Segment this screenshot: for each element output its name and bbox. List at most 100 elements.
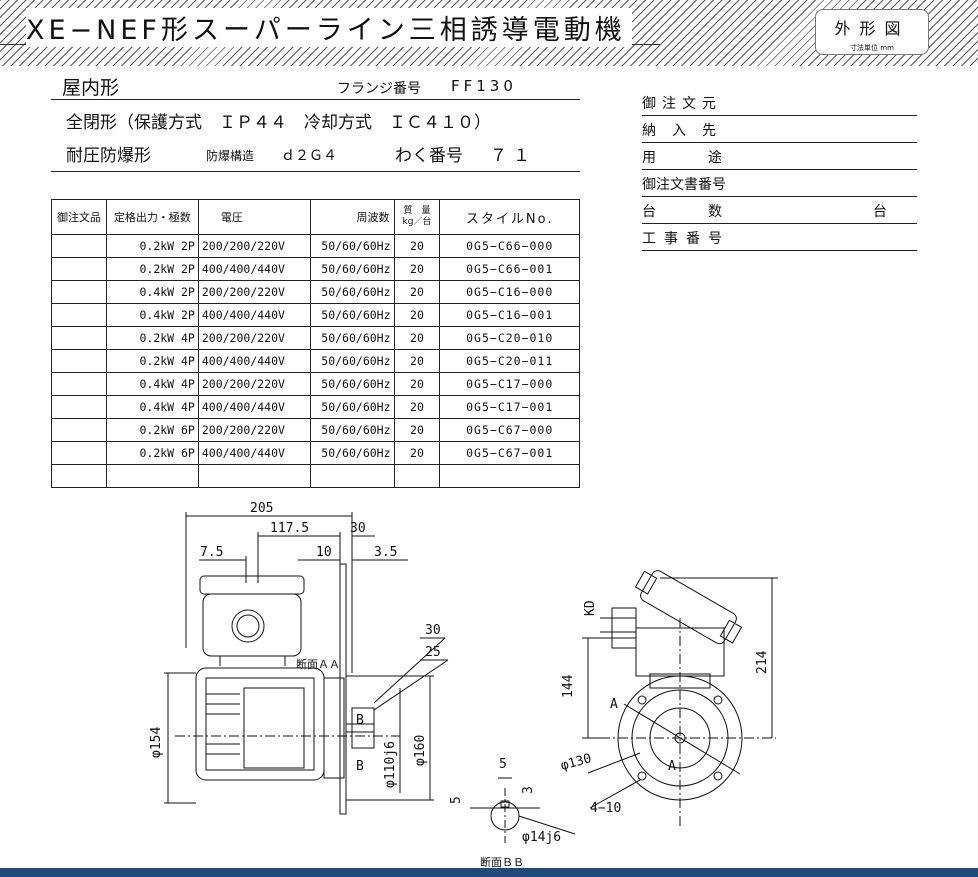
explosion-proof-type: 耐圧防爆形 xyxy=(66,146,151,166)
cell-mass: 20 xyxy=(393,418,441,442)
cell-mass: 20 xyxy=(393,234,441,258)
cell-style: 0G5−C16−001 xyxy=(439,303,580,327)
cell-voltage: 400/400/440V xyxy=(197,257,311,281)
cell-rating: 0.2kW 2P xyxy=(105,257,199,281)
cell-mass: 20 xyxy=(393,395,441,419)
order-label: 台数 xyxy=(642,204,774,220)
cell-rating: 0.4kW 2P xyxy=(105,303,199,327)
cell-order xyxy=(51,441,107,465)
dim-10: 10 xyxy=(316,545,332,560)
spec-line-2 xyxy=(51,171,580,172)
col-rating: 定格出力・極数 xyxy=(105,199,199,235)
col-style: スタイルNo. xyxy=(439,199,580,235)
explosion-struct-value: ｄ２Ｇ４ xyxy=(281,148,337,164)
cell-order xyxy=(51,234,107,258)
enclosure-spec: 全閉形（保護方式 ＩＰ４４ 冷却方式 ＩＣ４１０） xyxy=(66,113,491,133)
col-mass-top: 質 量 xyxy=(403,206,431,216)
order-label: 御注文元 xyxy=(642,96,722,112)
cell-order xyxy=(51,257,107,281)
section-mark-a-upper: A xyxy=(610,697,618,712)
order-row-customer: 御注文元 xyxy=(642,88,917,116)
dim-5-left: 5 xyxy=(449,796,464,804)
section-aa-label: 断面ＡＡ xyxy=(296,657,340,671)
outline-drawing-stamp: 外形図 寸法単位 mm xyxy=(815,9,929,55)
cell-rating xyxy=(105,464,199,488)
cell-voltage: 200/200/220V xyxy=(197,418,311,442)
cell-voltage: 400/400/440V xyxy=(197,441,311,465)
cell-order xyxy=(51,395,107,419)
cell-order xyxy=(51,326,107,350)
frame-value: ７１ xyxy=(490,146,536,166)
cell-style: 0G5−C17−000 xyxy=(439,372,580,396)
cell-mass: 20 xyxy=(393,326,441,350)
dim-30-top: 30 xyxy=(350,521,366,536)
cell-style: 0G5−C66−000 xyxy=(439,234,580,258)
cell-mass: 20 xyxy=(393,280,441,304)
order-label: 工事番号 xyxy=(642,231,730,247)
cell-order xyxy=(51,303,107,327)
cell-freq: 50/60/60Hz xyxy=(309,418,395,442)
dim-7-5: 7.5 xyxy=(200,545,223,560)
col-mass-bottom: kg／台 xyxy=(402,217,432,227)
dim-kd: KD xyxy=(583,600,598,616)
section-mark-b-lower: B xyxy=(356,759,364,774)
section-mark-a-lower: A xyxy=(668,759,676,774)
cell-voltage: 200/200/220V xyxy=(197,326,311,350)
table-row xyxy=(51,464,580,488)
footer-band xyxy=(0,868,978,877)
col-voltage: 電圧 xyxy=(197,199,311,235)
table-header-row: 御注文品 定格出力・極数 電圧 周波数 質 量 kg／台 スタイルNo. xyxy=(51,199,580,235)
cell-freq: 50/60/60Hz xyxy=(309,349,395,373)
dim-phi14j6: φ14j6 xyxy=(522,830,561,845)
order-row-po-number: 御注文書番号 xyxy=(642,169,917,197)
cell-mass: 20 xyxy=(393,303,441,327)
cell-mass: 20 xyxy=(393,257,441,281)
cell-voltage: 200/200/220V xyxy=(197,372,311,396)
dim-phi130: φ130 xyxy=(559,751,593,774)
model-table: 御注文品 定格出力・極数 電圧 周波数 質 量 kg／台 スタイルNo. 0.2… xyxy=(51,199,580,488)
cell-freq: 50/60/60Hz xyxy=(309,395,395,419)
cell-freq: 50/60/60Hz xyxy=(309,257,395,281)
cell-order xyxy=(51,349,107,373)
dim-3-5: 3.5 xyxy=(374,545,397,560)
cell-style: 0G5−C67−000 xyxy=(439,418,580,442)
dim-30-right: 30 xyxy=(425,623,441,638)
dim-phi110j6: φ110j6 xyxy=(383,741,398,788)
order-label: 納入先 xyxy=(642,123,732,139)
cell-voltage: 400/400/440V xyxy=(197,349,311,373)
spec-line-1 xyxy=(51,99,580,100)
cell-order xyxy=(51,372,107,396)
cell-mass xyxy=(393,464,441,488)
cell-rating: 0.2kW 4P xyxy=(105,326,199,350)
cell-freq: 50/60/60Hz xyxy=(309,326,395,350)
stamp-main-label: 外形図 xyxy=(834,19,910,38)
cell-mass: 20 xyxy=(393,372,441,396)
cell-style: 0G5−C20−011 xyxy=(439,349,580,373)
cell-rating: 0.4kW 4P xyxy=(105,395,199,419)
dim-4-10: 4−10 xyxy=(590,801,621,816)
cell-voltage: 200/200/220V xyxy=(197,280,311,304)
frame-label: わく番号 xyxy=(395,146,463,166)
flange-value: FF130 xyxy=(451,77,517,95)
cell-freq: 50/60/60Hz xyxy=(309,441,395,465)
cell-voltage: 400/400/440V xyxy=(197,395,311,419)
col-freq: 周波数 xyxy=(309,199,395,235)
cell-order xyxy=(51,418,107,442)
cell-mass: 20 xyxy=(393,441,441,465)
order-label: 御注文書番号 xyxy=(642,177,726,193)
dim-5-top: 5 xyxy=(499,757,507,772)
cell-rating: 0.4kW 2P xyxy=(105,280,199,304)
dim-205: 205 xyxy=(250,501,273,516)
dim-25: 25 xyxy=(425,645,441,660)
dim-214: 214 xyxy=(755,650,770,674)
cell-freq: 50/60/60Hz xyxy=(309,303,395,327)
col-mass: 質 量 kg／台 xyxy=(393,199,441,235)
cell-style xyxy=(439,464,580,488)
